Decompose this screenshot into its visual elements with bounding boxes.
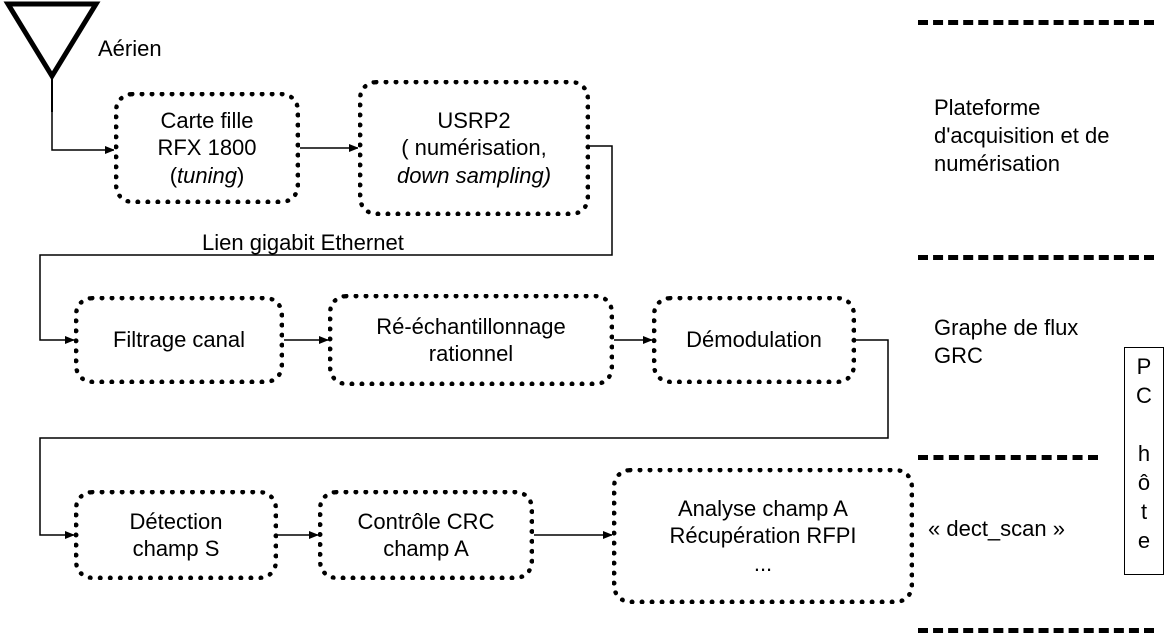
- host-letter: ô: [1137, 470, 1151, 495]
- host-pc-box: P C h ô t e: [1124, 347, 1164, 575]
- box-detection-champ-s: Détection champ S: [74, 490, 278, 580]
- connector-usrp-filtrage: [39, 145, 613, 344]
- box-rfx-1800: Carte fille RFX 1800 (tuning): [114, 92, 300, 204]
- platform-label: Plateforme d'acquisition et de numérisat…: [934, 95, 1110, 177]
- antenna-icon: [3, 1, 101, 81]
- host-letter: P: [1136, 354, 1152, 379]
- connector-demod-detection: [39, 339, 889, 539]
- box-demodulation: Démodulation: [652, 296, 856, 384]
- box-filtrage-canal: Filtrage canal: [74, 296, 284, 384]
- link-label: Lien gigabit Ethernet: [202, 230, 404, 255]
- host-letter: e: [1137, 528, 1151, 553]
- host-letter: h: [1137, 441, 1151, 466]
- box-analyse-champ-a: Analyse champ A Récupération RFPI ...: [612, 468, 914, 604]
- scan-label: « dect_scan »: [928, 516, 1065, 541]
- host-letter: t: [1140, 499, 1148, 524]
- box-reechantillonnage: Ré-échantillonnage rationnel: [328, 294, 614, 386]
- antenna-label: Aérien: [98, 36, 162, 61]
- box-usrp2: USRP2 ( numérisation, down sampling): [358, 80, 590, 216]
- box-controle-crc: Contrôle CRC champ A: [318, 490, 534, 580]
- host-letter: C: [1136, 383, 1152, 408]
- separator-top: [918, 20, 1154, 25]
- grc-label: Graphe de flux GRC: [934, 315, 1079, 369]
- connector-antenna-rfx: [51, 112, 115, 154]
- separator-bottom: [918, 628, 1154, 633]
- separator-grc-scan: [918, 455, 1098, 460]
- separator-platform-grc: [918, 255, 1154, 260]
